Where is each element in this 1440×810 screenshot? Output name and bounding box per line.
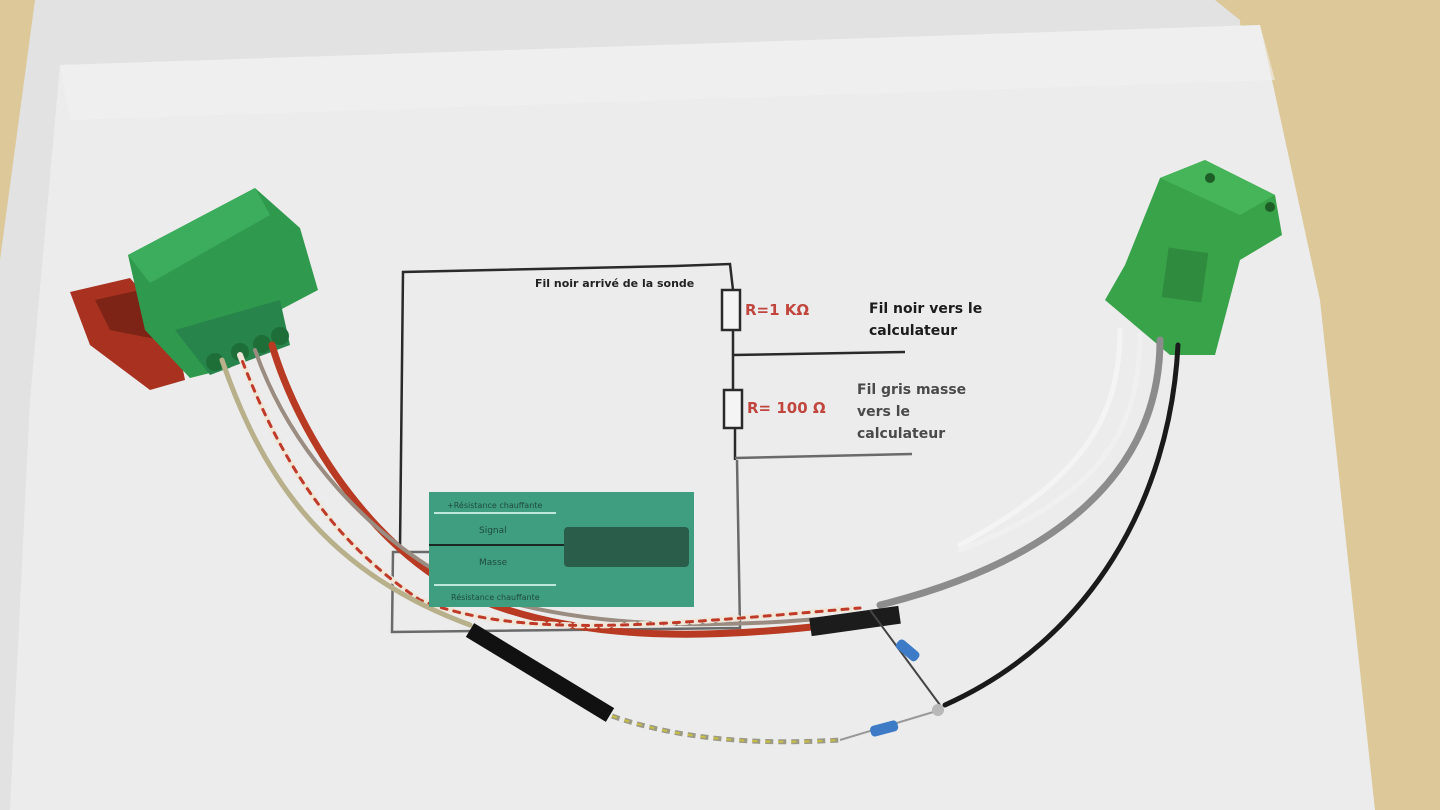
front-paper <box>10 25 1375 810</box>
sensor-card-top: +Résistance chauffante <box>447 501 543 510</box>
right-wires <box>876 327 1181 708</box>
right-connector <box>1105 160 1282 355</box>
schematic-lines <box>398 262 906 549</box>
sensor-card-masse: Masse <box>479 558 508 568</box>
heat-shrink <box>465 623 615 722</box>
output-gray-label: Fil gris masse vers le calculateur <box>857 382 967 442</box>
sensor-card: +Résistance chauffante Signal Masse Rési… <box>429 492 694 607</box>
sensor-card-bottom: Résistance chauffante <box>451 593 540 602</box>
output-black-label: Fil noir vers le calculateur <box>869 301 983 339</box>
resistors <box>839 609 944 741</box>
splice-sleeve <box>809 605 901 637</box>
resistor-2-label: R= 100 Ω <box>747 399 826 417</box>
sensor-image <box>564 527 689 567</box>
resistor-1-label: R=1 KΩ <box>745 301 810 319</box>
sensor-card-signal: Signal <box>479 526 507 536</box>
left-connector <box>70 188 318 390</box>
top-wire-label: Fil noir arrivé de la sonde <box>535 277 695 290</box>
